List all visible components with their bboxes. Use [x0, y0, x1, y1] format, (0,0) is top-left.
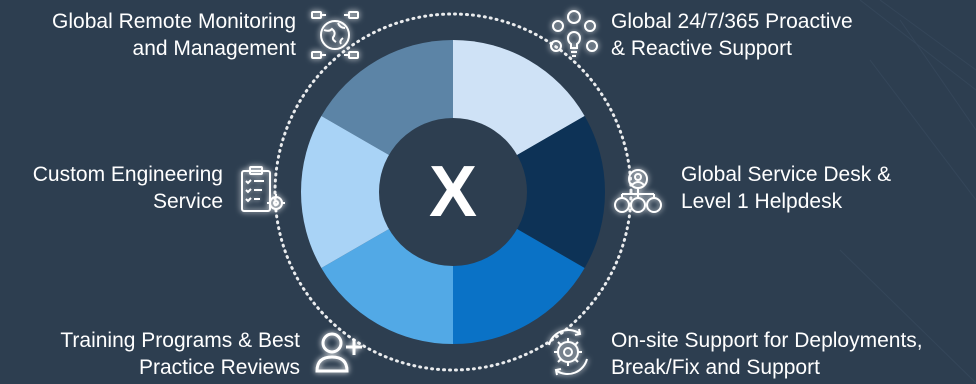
label-line: Global Service Desk & [681, 163, 892, 186]
label-line: and Management [132, 37, 296, 60]
label-line: Break/Fix and Support [611, 356, 820, 379]
add-user-icon [312, 325, 366, 379]
label-line: Custom Engineering [32, 163, 223, 186]
outer-dotted-ring [273, 12, 633, 372]
service-label-training: Training Programs & Best Practice Review… [60, 327, 300, 381]
center-disc [379, 118, 527, 266]
globe-network-icon [308, 8, 362, 62]
label-line: Global 24/7/365 Proactive [611, 10, 853, 33]
label-line: Global Remote Monitoring [52, 10, 296, 33]
checklist-gear-icon [234, 165, 288, 219]
lightbulb-ideas-icon [547, 8, 601, 62]
label-line: Training Programs & Best [60, 329, 300, 352]
label-line: Service [152, 190, 223, 213]
service-label-remote-monitoring: Global Remote Monitoring and Management [52, 8, 296, 62]
team-hierarchy-icon [611, 165, 665, 219]
label-line: Practice Reviews [138, 356, 300, 379]
service-label-onsite-support: On-site Support for Deployments, Break/F… [611, 327, 923, 381]
center-logo: X [429, 152, 477, 232]
wheel-segment-custom-engineering [301, 116, 453, 268]
label-line: & Reactive Support [611, 37, 792, 60]
service-label-proactive-support: Global 24/7/365 Proactive & Reactive Sup… [611, 8, 853, 62]
service-label-service-desk: Global Service Desk & Level 1 Helpdesk [681, 161, 891, 215]
label-line: On-site Support for Deployments, [611, 329, 923, 352]
label-line: Level 1 Helpdesk [681, 190, 843, 213]
gear-cycle-icon [541, 325, 595, 379]
wheel-segment-global-service-desk [453, 116, 605, 268]
service-label-custom-engineering: Custom Engineering Service [33, 161, 223, 215]
